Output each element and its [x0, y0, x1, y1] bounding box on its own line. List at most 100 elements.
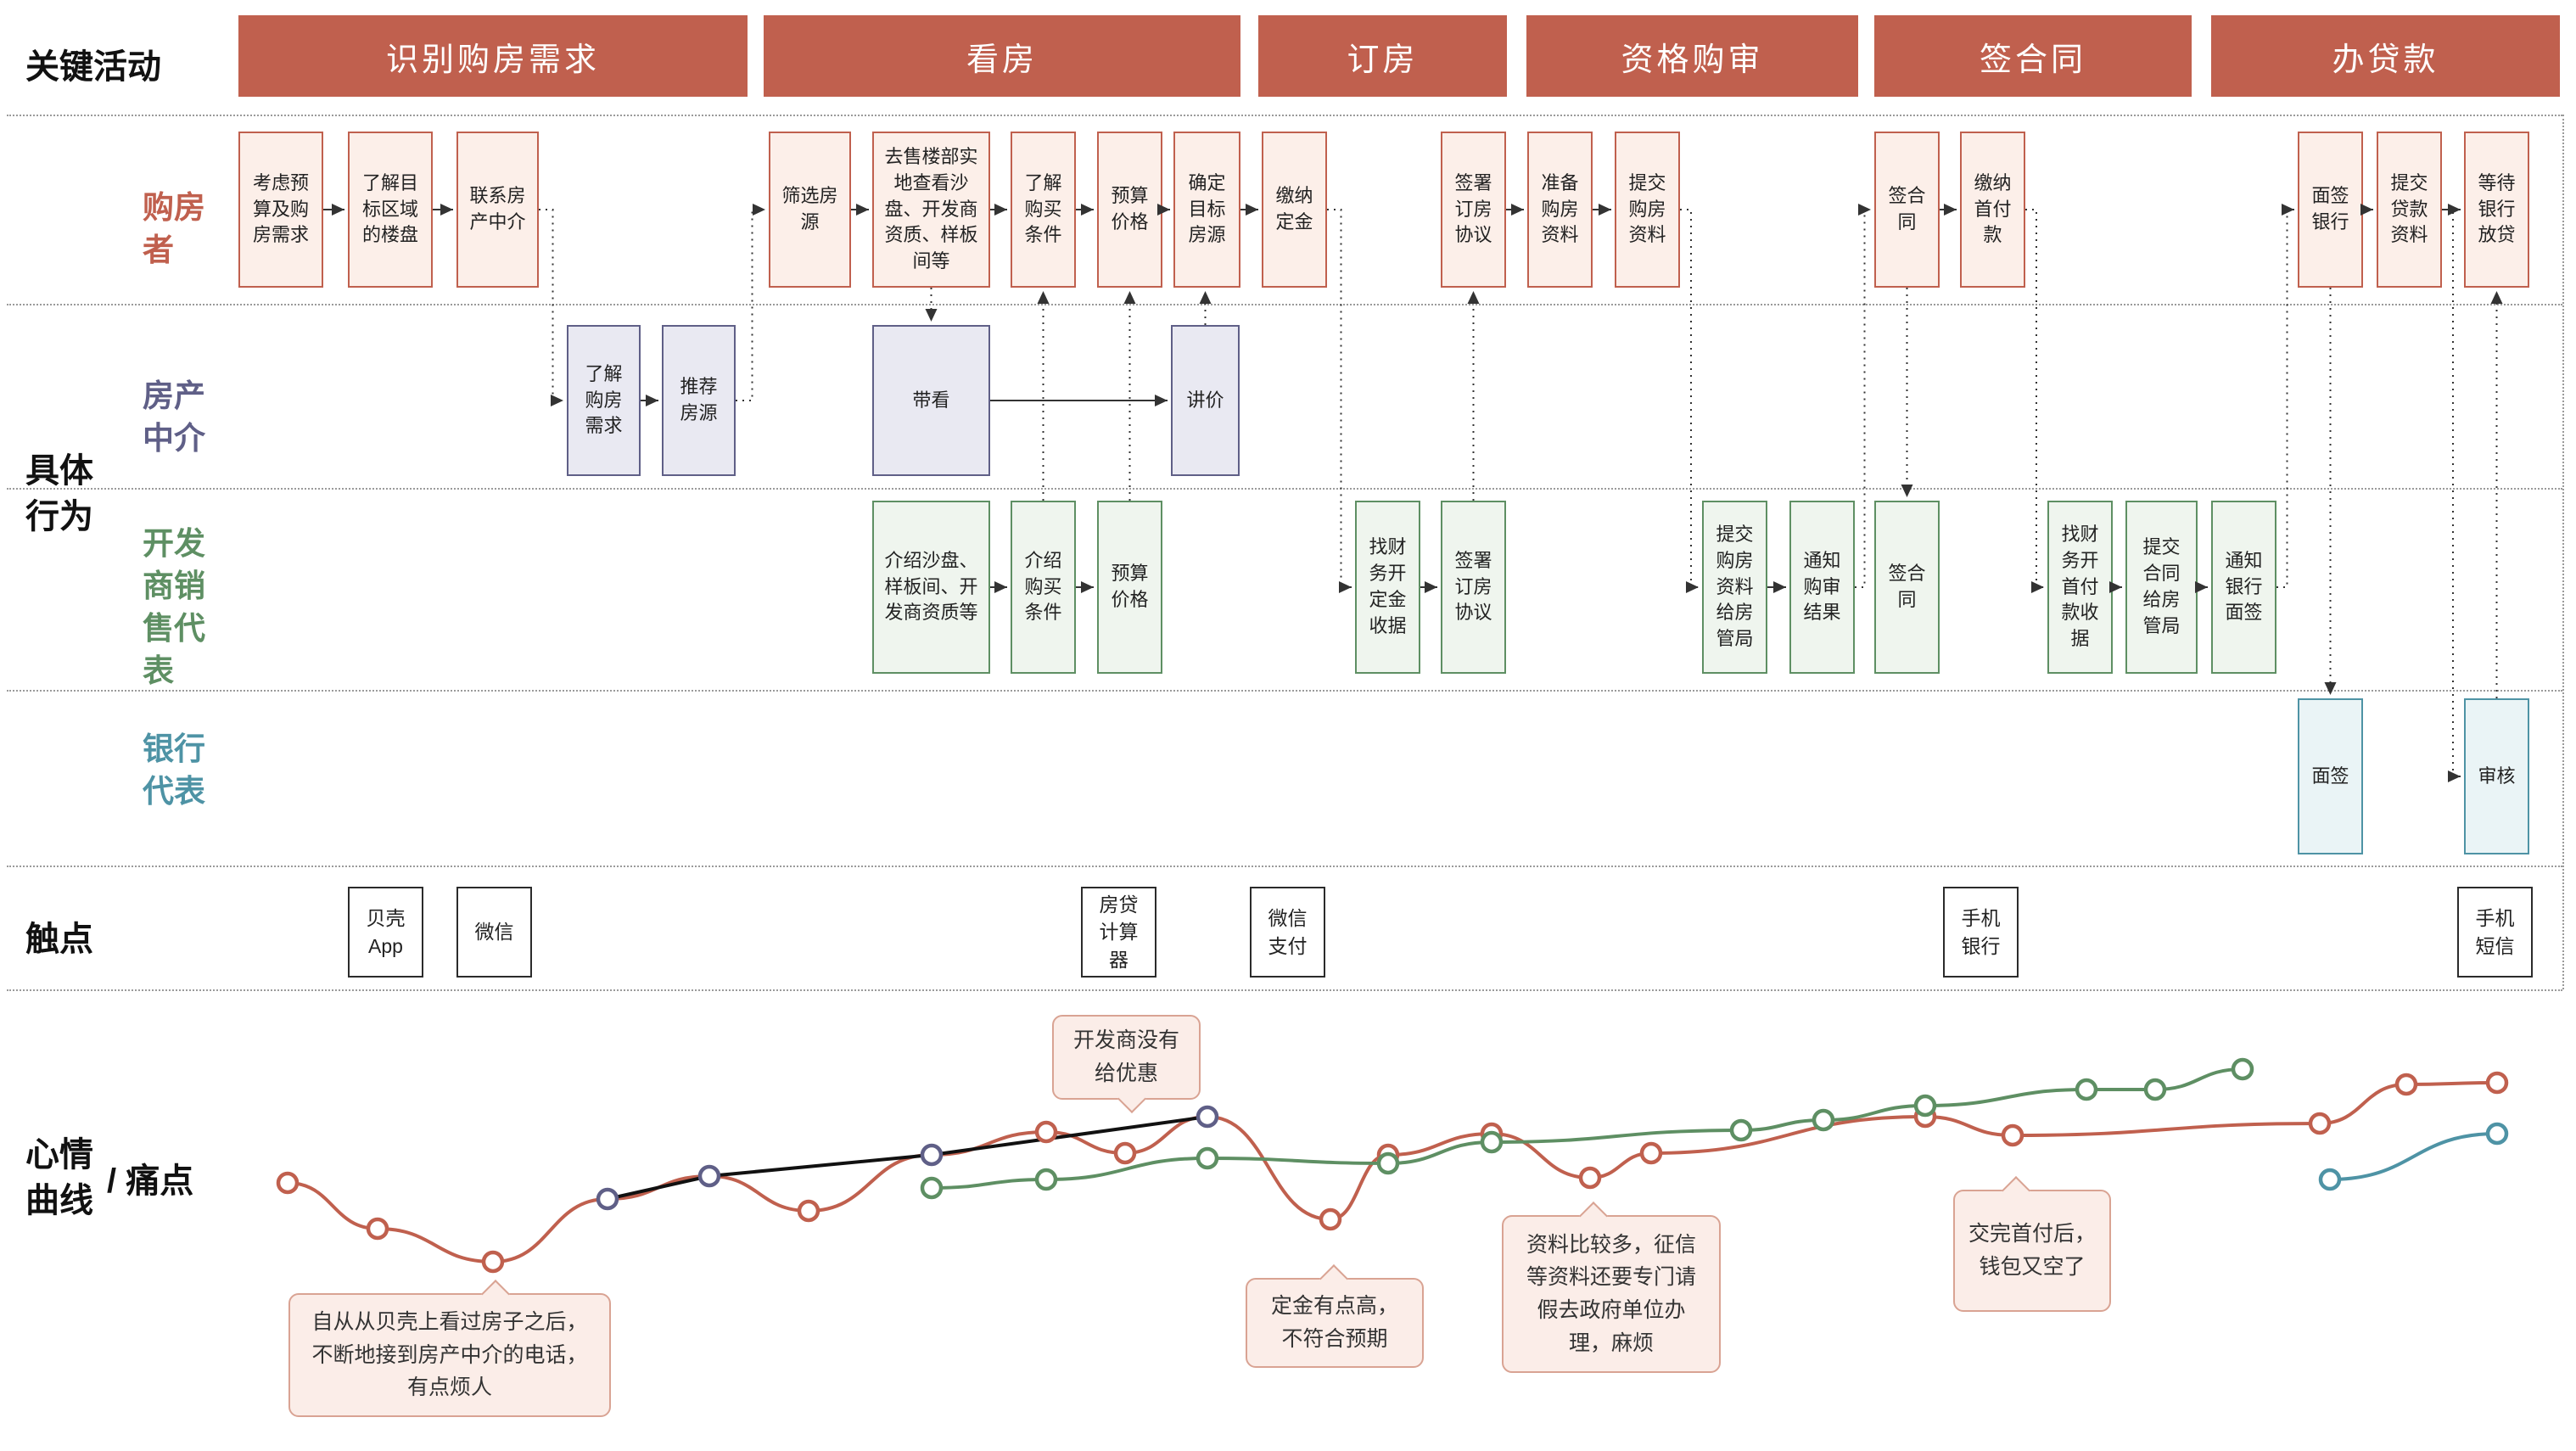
buyer-step-box: 提交购房资料: [1615, 132, 1680, 288]
flow-arrow: [1855, 204, 1871, 588]
mood-curve: [607, 1115, 1208, 1201]
flow-arrow: [2276, 204, 2294, 588]
step-label: 带看: [912, 389, 950, 411]
step-label: 了解购房需求: [585, 362, 623, 437]
label-key-activities: 关键活动: [25, 48, 161, 86]
step-label: 提交贷款资料: [2390, 171, 2428, 246]
step-label: 等待银行放贷: [2478, 171, 2516, 246]
mood-point: [1913, 1105, 1937, 1129]
mood-point: [1480, 1130, 1504, 1154]
row-separator: [7, 989, 2562, 991]
step-label: 提交购房资料: [1628, 171, 1666, 246]
step-label: 确定目标房源: [1188, 171, 1226, 246]
mood-point: [1113, 1141, 1137, 1165]
buyer-step-box: 签署订房协议: [1441, 132, 1506, 288]
phase-header: 识别购房需求: [238, 15, 748, 97]
step-label: 找财务开定金收据: [1369, 536, 1407, 636]
buyer-step-box: 筛选房源: [769, 132, 851, 288]
flow-arrow: [1327, 209, 1352, 593]
mood-point: [2485, 1122, 2509, 1146]
touchpoint-label: 手机银行: [1961, 907, 2001, 957]
step-label: 签署订房协议: [1454, 171, 1492, 246]
pain-point-callout: 资料比较多，征信等资料还要专门请假去政府单位办理，麻烦: [1502, 1215, 1721, 1373]
label-actor-developer: 开发商销售代表: [143, 526, 205, 688]
step-label: 了解目标区域的楼盘: [361, 171, 418, 246]
label-touchpoints: 触点: [25, 921, 93, 958]
label-mood-main: 心情曲线: [25, 1136, 93, 1219]
developer-step-box: 签署订房协议: [1441, 501, 1506, 674]
phase-header: 签合同: [1874, 15, 2192, 97]
mood-point: [1034, 1120, 1058, 1144]
buyer-step-box: 签合同: [1874, 132, 1940, 288]
mood-point: [920, 1176, 944, 1200]
mood-point: [2318, 1168, 2342, 1191]
touchpoint-label: 微信: [474, 921, 514, 944]
mood-point: [2231, 1057, 2254, 1081]
step-label: 介绍购买条件: [1024, 549, 1062, 624]
mood-point: [1480, 1122, 1504, 1146]
buyer-step-box: 准备购房资料: [1527, 132, 1593, 288]
mood-curve: [287, 1081, 2498, 1264]
step-label: 缴纳定金: [1275, 185, 1313, 232]
phase-header: 订房: [1258, 15, 1507, 97]
step-label: 预算价格: [1111, 563, 1149, 610]
touchpoint-box: 贝壳App: [348, 887, 423, 978]
developer-step-box: 签合同: [1874, 501, 1940, 674]
developer-step-box: 找财务开定金收据: [1355, 501, 1420, 674]
mood-point: [481, 1250, 505, 1274]
right-edge-separator: [2562, 115, 2564, 989]
step-label: 介绍沙盘、样板间、开发商资质等: [884, 549, 978, 624]
label-actor-buyer: 购房者: [143, 190, 205, 267]
mood-point: [596, 1187, 619, 1211]
label-mood-curve: 心情曲线 / 痛点: [25, 1132, 193, 1224]
pain-point-callout: 开发商没有给优惠: [1052, 1015, 1201, 1100]
buyer-step-box: 考虑预算及购房需求: [238, 132, 323, 288]
buyer-step-box: 了解购买条件: [1011, 132, 1076, 288]
touchpoint-box: 房贷计算器: [1081, 887, 1156, 978]
step-label: 面签: [2311, 765, 2349, 787]
buyer-step-box: 联系房产中介: [456, 132, 539, 288]
agent-step-box: 推荐房源: [662, 325, 736, 476]
mood-point: [2308, 1112, 2332, 1135]
mood-point: [1578, 1166, 1602, 1190]
step-label: 通知银行面签: [2225, 549, 2263, 624]
step-label: 通知购审结果: [1803, 549, 1841, 624]
buyer-step-box: 等待银行放贷: [2464, 132, 2529, 288]
mood-point: [797, 1199, 820, 1223]
mood-point: [1376, 1151, 1400, 1175]
mood-point: [1196, 1105, 1219, 1129]
mood-point: [1913, 1094, 1937, 1118]
touchpoint-box: 微信: [456, 887, 532, 978]
mood-point: [366, 1217, 389, 1241]
row-separator: [7, 866, 2562, 867]
mood-point: [920, 1143, 944, 1167]
buyer-step-box: 预算价格: [1097, 132, 1162, 288]
developer-step-box: 预算价格: [1097, 501, 1162, 674]
mood-point: [1319, 1207, 1342, 1231]
step-label: 签合同: [1888, 563, 1926, 610]
step-label: 签署订房协议: [1454, 549, 1492, 624]
buyer-step-box: 确定目标房源: [1173, 132, 1240, 288]
mood-point: [1639, 1141, 1663, 1165]
touchpoint-box: 手机银行: [1943, 887, 2019, 978]
bank-step-box: 面签: [2298, 698, 2363, 854]
touchpoint-label: 房贷计算器: [1099, 894, 1139, 971]
pain-point-callout: 定金有点高，不符合预期: [1246, 1278, 1424, 1368]
buyer-step-box: 了解目标区域的楼盘: [348, 132, 433, 288]
agent-step-box: 带看: [872, 325, 990, 476]
mood-point: [1196, 1146, 1219, 1170]
pain-point-callout: 交完首付后，钱包又空了: [1953, 1190, 2111, 1312]
developer-step-box: 提交购房资料给房管局: [1702, 501, 1767, 674]
step-label: 推荐房源: [680, 376, 718, 423]
mood-point: [1812, 1108, 1835, 1132]
step-label: 提交购房资料给房管局: [1716, 524, 1754, 650]
step-label: 讲价: [1186, 389, 1224, 411]
step-label: 筛选房源: [781, 185, 838, 232]
developer-step-box: 提交合同给房管局: [2125, 501, 2198, 674]
mood-curve: [2329, 1132, 2498, 1181]
label-actor-bank: 银行代表: [143, 731, 205, 809]
mood-point: [2394, 1073, 2418, 1096]
step-label: 联系房产中介: [469, 185, 526, 232]
mood-point: [1729, 1118, 1753, 1142]
